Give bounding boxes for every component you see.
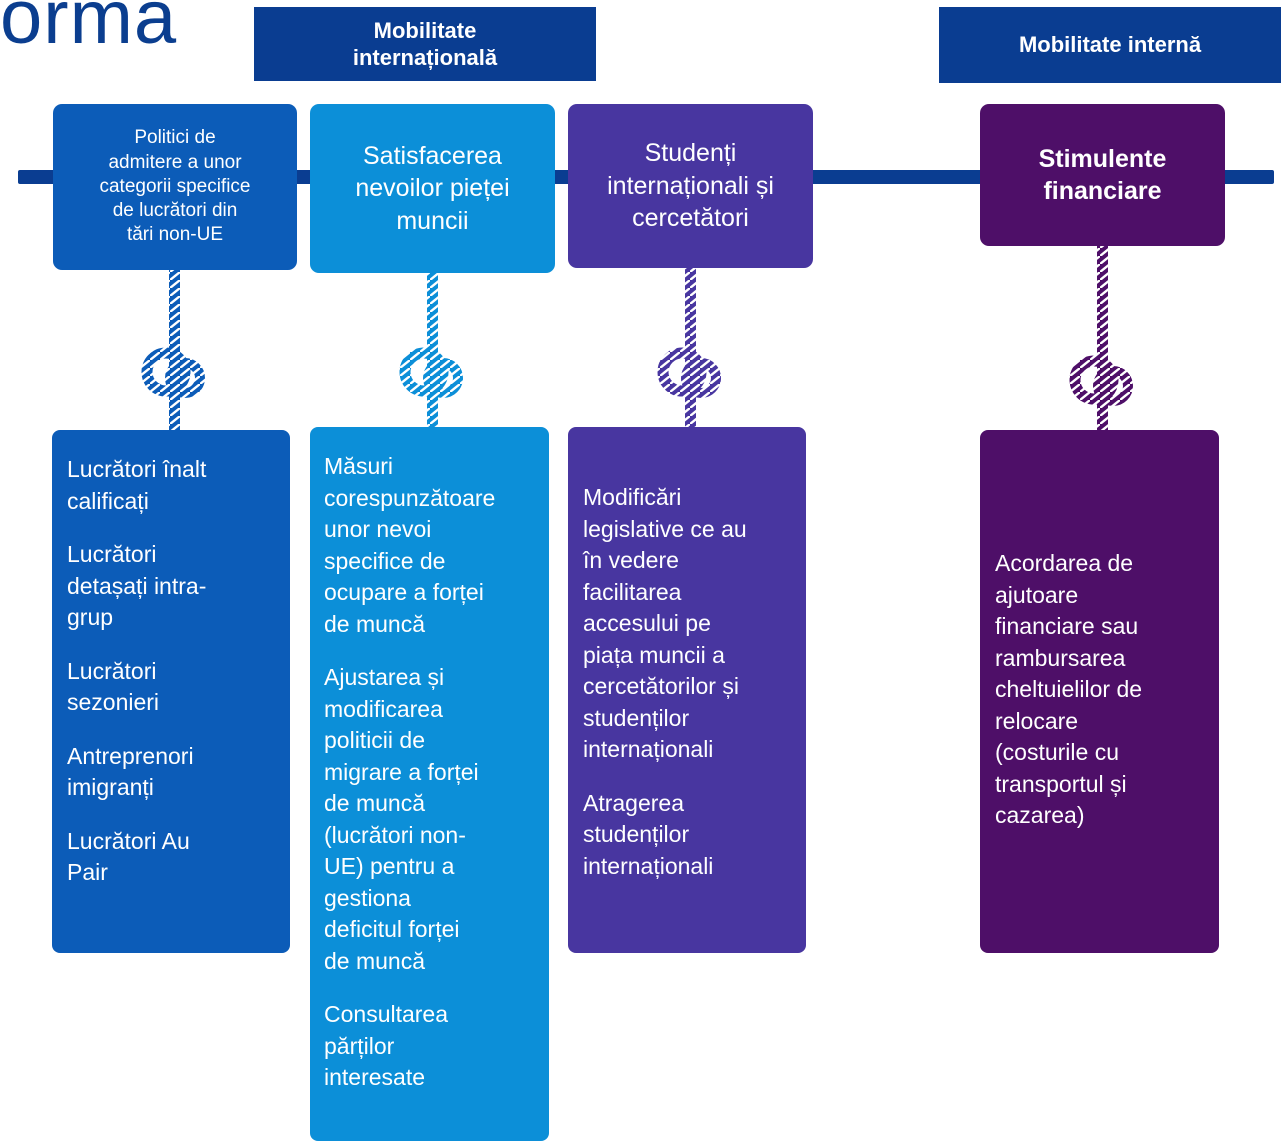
heading-card-label: Politici de admitere a unor categorii sp… <box>99 127 251 246</box>
list-item: Măsuri corespunzătoare unor nevoi specif… <box>324 453 496 637</box>
heading-card-label: Studenți internaționali și cercetători <box>607 139 774 233</box>
detail-card-students-researchers: Modificări legislative ce au în vedere f… <box>568 427 806 953</box>
detail-card-financial-incentives: Acordarea de ajutoare financiare sau ram… <box>980 430 1219 953</box>
list-item: Modificări legislative ce au în vedere f… <box>583 484 747 762</box>
detail-card-labour-market: Măsuri corespunzătoare unor nevoi specif… <box>310 427 549 1141</box>
heading-card-students-researchers: Studenți internaționali și cercetători <box>568 104 813 268</box>
heading-card-admission-policies: Politici de admitere a unor categorii sp… <box>53 104 297 270</box>
list-item: Consultarea părților interesate <box>324 1001 449 1090</box>
heading-card-labour-market: Satisfacerea nevoilor pieței muncii <box>310 104 555 273</box>
banner-internal-label: Mobilitate internă <box>1018 32 1202 58</box>
heading-card-label: Stimulente financiare <box>1038 144 1167 206</box>
rope-knot-2 <box>399 273 463 427</box>
rope-knot-3 <box>657 268 721 427</box>
list-item: Antreprenori imigranți <box>67 742 194 801</box>
list-item: Lucrători Au Pair <box>67 827 190 886</box>
banner-internal-mobility: Mobilitate internă <box>939 7 1281 83</box>
heading-card-financial-incentives: Stimulente financiare <box>980 104 1225 246</box>
list-item: Lucrători detașați intra- grup <box>67 541 207 630</box>
list-item: Acordarea de ajutoare financiare sau ram… <box>995 550 1143 828</box>
detail-card-admission-policies: Lucrători înalt calificați Lucrători det… <box>52 430 290 953</box>
heading-card-label: Satisfacerea nevoilor pieței muncii <box>355 141 510 235</box>
page-title-fragment: orma <box>0 0 178 60</box>
list-item: Lucrători sezonieri <box>67 657 160 716</box>
banner-international-mobility: Mobilitate internațională <box>254 7 596 81</box>
rope-knot-1 <box>141 270 205 430</box>
list-item: Atragerea studenților internaționali <box>583 789 714 879</box>
list-item: Ajustarea și modificarea politicii de mi… <box>324 664 479 974</box>
banner-international-label: Mobilitate internațională <box>352 17 498 71</box>
rope-knot-4 <box>1069 246 1133 430</box>
list-item: Lucrători înalt calificați <box>67 456 207 514</box>
